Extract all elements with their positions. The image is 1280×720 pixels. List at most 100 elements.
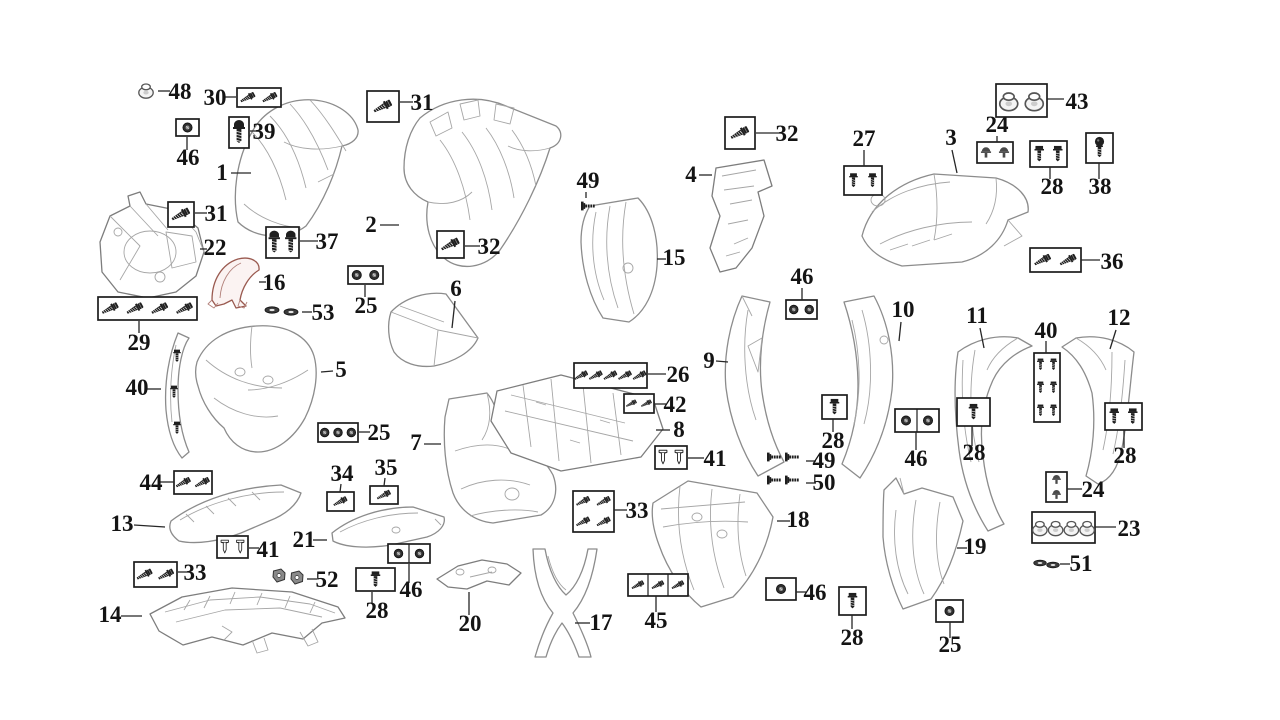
loose-fastener-48-0: 48 — [138, 79, 192, 104]
part-outline-21: 21 — [293, 506, 445, 552]
fastener-box-label-46: 46 — [400, 577, 423, 602]
loose-fastener-51-5: 51 — [1033, 551, 1093, 576]
fastener-box-label-25: 25 — [939, 632, 962, 657]
part-label-17: 17 — [590, 610, 613, 635]
fastener-box-label-30: 30 — [204, 85, 227, 110]
fastener-box-25-32: 25 — [935, 599, 964, 657]
fastener-box-28-16: 28 — [1029, 140, 1068, 199]
fastener-box-label-29: 29 — [128, 330, 151, 355]
grommet-icon — [1063, 520, 1080, 537]
screw-icon — [631, 580, 645, 589]
fastener-box-label-40: 40 — [1035, 318, 1058, 343]
bolt-icon — [173, 349, 181, 362]
part-outline-1: 1 — [216, 99, 359, 237]
screw-icon — [136, 568, 153, 580]
part-label-22: 22 — [204, 235, 227, 260]
washer-icon — [264, 306, 280, 314]
nut-icon — [789, 304, 799, 315]
part-label-15: 15 — [663, 245, 686, 270]
pin-icon — [658, 449, 668, 465]
fastener-box-label-28: 28 — [1114, 443, 1137, 468]
fastener-box-35-35: 35 — [369, 455, 399, 505]
bolt-icon — [868, 173, 877, 188]
fastener-box-label-33: 33 — [626, 498, 649, 523]
fastener-box-label-28: 28 — [841, 625, 864, 650]
bolt-icon — [370, 571, 381, 587]
fastener-box-label-31: 31 — [205, 201, 228, 226]
nut-icon — [319, 427, 330, 438]
fastener-box-label-27: 27 — [853, 126, 876, 151]
grommet-icon — [1032, 520, 1048, 537]
part-outline-6: 6 — [387, 276, 479, 368]
screwh-icon — [785, 452, 799, 462]
part-label-5: 5 — [335, 357, 347, 382]
screwh-icon — [767, 452, 781, 462]
fastener-box-label-28: 28 — [1041, 174, 1064, 199]
bolt-icon — [170, 385, 178, 398]
nut-icon — [775, 583, 787, 595]
screw-icon — [640, 399, 652, 407]
part-label-8: 8 — [673, 417, 685, 442]
part-outline-2: 2 — [365, 98, 562, 268]
fastener-box-46-20: 46 — [785, 264, 818, 320]
grommet-icon — [1079, 520, 1095, 537]
part-outline-16: 16 — [207, 257, 286, 309]
fastener-box-33-37: 33 — [133, 560, 207, 588]
pin-icon — [220, 539, 229, 554]
fastener-box-label-34: 34 — [331, 461, 355, 486]
part-outline-5: 5 — [194, 325, 347, 453]
screw-icon — [194, 477, 210, 488]
fastener-box-29-5: 29 — [97, 296, 198, 355]
fastener-box-33-28: 33 — [572, 490, 649, 533]
fastener-box-label-25: 25 — [355, 293, 378, 318]
screw-icon — [171, 207, 191, 221]
fastener-box-24-26: 24 — [1045, 471, 1105, 503]
fastener-box-31-3: 31 — [167, 201, 228, 228]
bolt-icon — [1050, 381, 1057, 393]
part-outline-10: 10 — [841, 295, 915, 479]
screw-icon — [588, 370, 603, 380]
fastener-box-23-27: 23 — [1031, 511, 1141, 544]
screw-icon — [596, 516, 611, 527]
nut-icon — [182, 122, 193, 133]
part-outline-7: 7 — [410, 392, 557, 524]
fastener-box-46-30: 46 — [765, 577, 827, 605]
fastener-box-25-10: 25 — [317, 420, 391, 445]
boltknob-icon — [1094, 136, 1105, 158]
fastener-box-label-42: 42 — [664, 392, 687, 417]
part-label-6: 6 — [450, 276, 462, 301]
screw-icon — [1034, 253, 1051, 266]
screw-icon — [603, 370, 618, 380]
part-label-4: 4 — [685, 162, 697, 187]
bolt-icon — [1037, 381, 1044, 393]
fastener-box-44-33: 44 — [140, 470, 213, 495]
fastener-box-43-18: 43 — [995, 83, 1089, 118]
fastener-box-label-33: 33 — [184, 560, 207, 585]
grommet-icon — [138, 83, 154, 99]
pin-icon — [674, 449, 684, 465]
fastener-box-32-8: 32 — [436, 230, 501, 259]
fastener-box-28-25: 28 — [1104, 402, 1143, 468]
fastener-box-label-24: 24 — [986, 112, 1010, 137]
pin-icon — [236, 539, 245, 554]
clip-icon — [290, 570, 304, 585]
bolt-icon — [847, 592, 858, 609]
fastener-box-label-45: 45 — [645, 608, 668, 633]
part-label-9: 9 — [703, 348, 715, 373]
boltbig-icon — [268, 230, 280, 253]
screw-icon — [441, 237, 460, 251]
fastener-box-39-1: 39 — [228, 116, 276, 149]
bolt-icon — [1050, 404, 1057, 416]
screw-icon — [651, 580, 665, 589]
loose-fastener-label-48: 48 — [169, 79, 192, 104]
part-label-16: 16 — [263, 270, 286, 295]
fastener-box-36-19: 36 — [1029, 247, 1124, 274]
bolt-icon — [173, 421, 181, 434]
nut-icon — [944, 605, 955, 617]
screw-icon — [176, 302, 193, 314]
fastener-box-label-36: 36 — [1101, 249, 1124, 274]
loose-fastener-49-3: 49 — [767, 448, 836, 473]
fastener-box-28-31: 28 — [838, 586, 867, 650]
fastener-box-28-21: 28 — [821, 394, 848, 453]
bolt-icon — [1053, 145, 1063, 162]
